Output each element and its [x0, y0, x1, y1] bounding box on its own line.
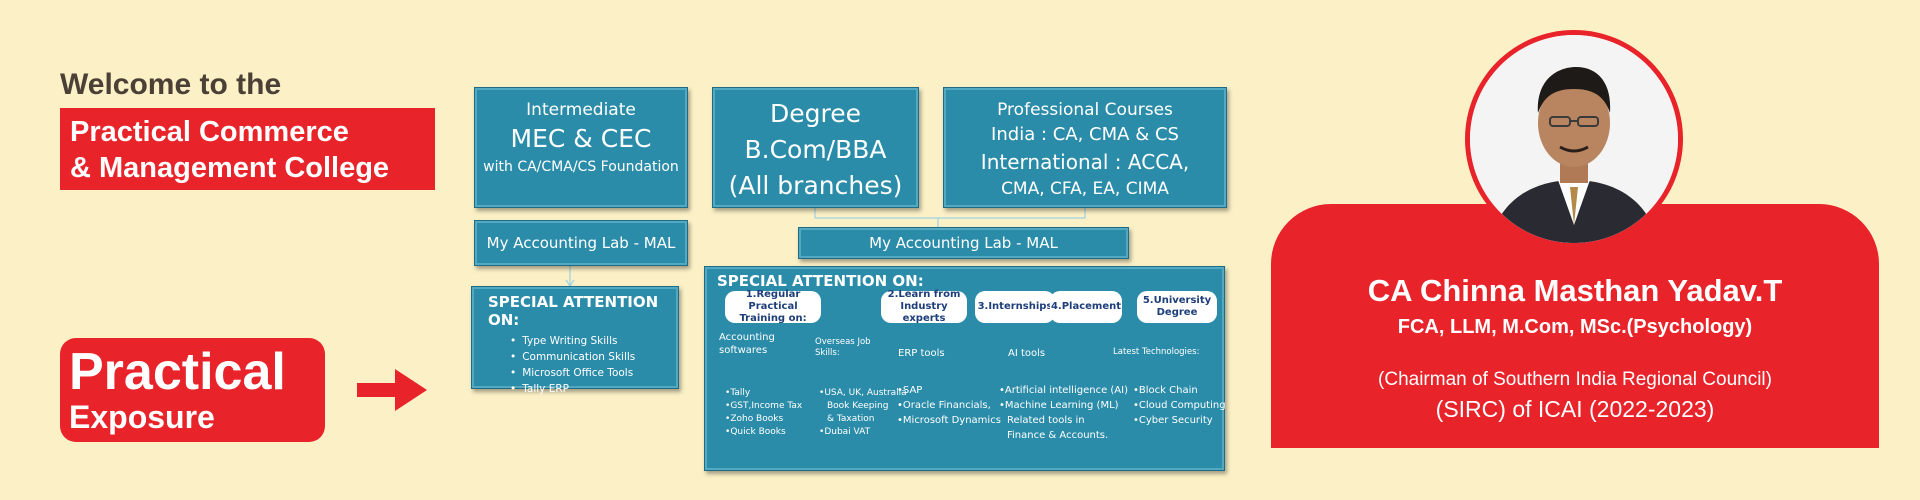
list-item: Block Chain	[1133, 383, 1226, 398]
list-item: Machine Learning (ML)	[999, 398, 1128, 413]
intermediate-line3: with CA/CMA/CS Foundation	[483, 159, 679, 175]
right-arrow-icon	[357, 383, 397, 397]
list-item: & Taxation	[827, 414, 875, 424]
erp-tools-label: ERP tools	[898, 348, 945, 359]
pill-internships: 3.Internships	[975, 291, 1055, 323]
chairman-org: (SIRC) of ICAI (2022-2023)	[1435, 396, 1715, 422]
latest-tech-items: Block Chain Cloud Computing Cyber Securi…	[1133, 383, 1226, 428]
list-item: Finance & Accounts.	[1007, 430, 1109, 441]
pill-placement: 4.Placement	[1050, 291, 1122, 323]
degree-box: Degree B.Com/BBA (All branches)	[712, 87, 919, 208]
list-item: Tally	[725, 387, 802, 400]
list-item: Microsoft Office Tools	[510, 365, 678, 381]
welcome-text: Welcome to the	[60, 68, 282, 101]
college-name-line2: & Management College	[70, 152, 390, 184]
pill-industry-experts: 2.Learn from Industry experts	[881, 289, 967, 324]
professional-line1: Professional Courses	[997, 100, 1173, 120]
intermediate-line1: Intermediate	[526, 100, 636, 120]
list-item: Oracle Financials,	[897, 398, 1001, 413]
college-name-box: Practical Commerce & Management College	[60, 108, 435, 190]
list-item: USA, UK, Australia	[819, 387, 906, 400]
right-arrow-head-icon	[395, 369, 427, 411]
portrait-illustration-icon	[1470, 35, 1678, 243]
special-attention-left-box: SPECIAL ATTENTION ON: Type Writing Skill…	[471, 286, 679, 395]
overseas-label: Overseas Job Skills:	[815, 337, 871, 358]
list-item: Related tools in	[1007, 415, 1085, 426]
ai-items: Artificial intelligence (AI) Machine Lea…	[999, 383, 1128, 443]
intermediate-line2: MEC & CEC	[510, 124, 652, 153]
degree-line2: B.Com/BBA	[744, 135, 887, 164]
list-item: Type Writing Skills	[510, 333, 678, 349]
accounting-items: Tally GST,Income Tax Zoho Books Quick Bo…	[725, 387, 802, 439]
accounting-softwares-label: Accounting softwares	[719, 332, 775, 356]
ai-tools-label: AI tools	[1008, 348, 1046, 359]
latest-technologies-label: Latest Technologies:	[1113, 347, 1200, 357]
practical-subtitle: Exposure	[69, 399, 215, 435]
pill-regular-practical: 1.Regular Practical Training on:	[725, 289, 821, 324]
list-item: Artificial intelligence (AI)	[999, 383, 1128, 398]
degree-line1: Degree	[770, 99, 861, 128]
list-item: Zoho Books	[725, 413, 802, 426]
list-item: SAP	[897, 383, 1001, 398]
chairman-name: CA Chinna Masthan Yadav.T	[1367, 273, 1783, 308]
degree-line3: (All branches)	[728, 171, 903, 200]
list-item: GST,Income Tax	[725, 400, 802, 413]
list-item: Microsoft Dynamics	[897, 413, 1001, 428]
portrait-photo	[1470, 35, 1678, 243]
professional-line3: International : ACCA,	[980, 150, 1190, 174]
professional-line2: India : CA, CMA & CS	[991, 124, 1179, 145]
mal-box-left: My Accounting Lab - MAL	[474, 220, 688, 266]
intermediate-box: Intermediate MEC & CEC with CA/CMA/CS Fo…	[474, 87, 688, 208]
list-item: Book Keeping	[827, 401, 889, 411]
list-item: Dubai VAT	[819, 426, 907, 439]
mal-box-right: My Accounting Lab - MAL	[798, 227, 1129, 259]
college-name-line1: Practical Commerce	[70, 116, 349, 148]
list-item: Quick Books	[725, 426, 802, 439]
practical-exposure-badge: Practical Exposure	[60, 338, 325, 442]
special-attention-right-box: SPECIAL ATTENTION ON: 1.Regular Practica…	[704, 266, 1226, 471]
special-attention-left-list: Type Writing Skills Communication Skills…	[488, 333, 678, 397]
special-attention-right-heading: SPECIAL ATTENTION ON:	[717, 272, 924, 290]
list-item: Tally ERP	[510, 381, 678, 397]
practical-title: Practical	[69, 343, 286, 401]
erp-items: SAP Oracle Financials, Microsoft Dynamic…	[897, 383, 1001, 428]
special-attention-left-heading: SPECIAL ATTENTION ON:	[488, 293, 659, 329]
chairman-photo-frame	[1465, 30, 1683, 248]
chairman-role: (Chairman of Southern India Regional Cou…	[1378, 369, 1772, 390]
professional-courses-box: Professional Courses India : CA, CMA & C…	[943, 87, 1227, 208]
overseas-items: USA, UK, Australia Book Keeping & Taxati…	[819, 387, 907, 439]
pill-university-degree: 5.University Degree	[1137, 291, 1217, 323]
list-item: Cyber Security	[1133, 413, 1226, 428]
list-item: Communication Skills	[510, 349, 678, 365]
chairman-qualifications: FCA, LLM, M.Com, MSc.(Psychology)	[1397, 316, 1753, 338]
list-item: Cloud Computing	[1133, 398, 1226, 413]
professional-line4: CMA, CFA, EA, CIMA	[1001, 179, 1169, 199]
